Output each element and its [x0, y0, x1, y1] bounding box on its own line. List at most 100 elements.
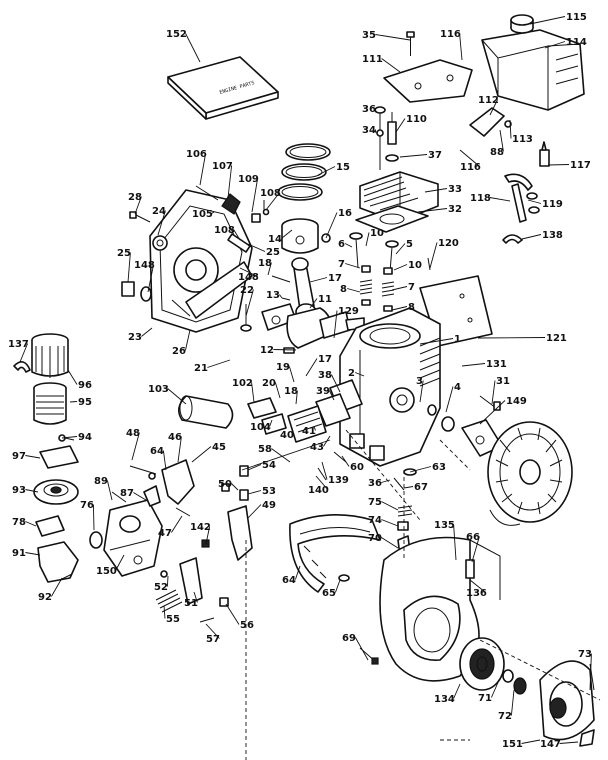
callout-label-54: 54 — [262, 460, 276, 471]
callout-leader-23 — [141, 327, 153, 337]
callout-leader-152 — [185, 33, 201, 63]
callout-label-32: 32 — [448, 204, 462, 215]
callout-label-121: 121 — [546, 333, 567, 344]
callout-leader-38 — [330, 374, 341, 393]
callout-label-110: 110 — [406, 114, 427, 125]
callout-label-93: 93 — [12, 485, 26, 496]
callout-leader-63 — [409, 466, 432, 473]
callout-label-15: 15 — [336, 162, 350, 173]
callout-label-94: 94 — [78, 432, 92, 443]
callout-label-136: 136 — [466, 588, 487, 599]
callout-leader-104 — [269, 419, 273, 427]
callout-leader-56 — [225, 603, 240, 625]
callout-label-73: 73 — [578, 649, 592, 660]
callout-label-117: 117 — [570, 160, 591, 171]
bolt-28 — [129, 211, 151, 223]
callout-leader-7 — [391, 286, 408, 291]
callout-label-5: 5 — [406, 239, 413, 250]
callout-label-24: 24 — [152, 206, 166, 217]
callout-label-91: 91 — [12, 548, 26, 559]
callout-leader-96 — [67, 369, 78, 385]
callout-label-36: 36 — [368, 478, 382, 489]
callout-leader-18 — [295, 390, 298, 405]
callout-leader-2 — [355, 372, 365, 377]
callout-leader-134 — [453, 683, 461, 699]
callout-leader-106 — [199, 153, 207, 186]
callout-leader-37 — [399, 154, 428, 158]
callout-leader-11 — [309, 298, 318, 309]
callout-leader-129 — [333, 310, 338, 339]
callout-leader-10 — [393, 264, 408, 271]
callout-label-10: 10 — [408, 260, 422, 271]
callout-label-37: 37 — [428, 150, 442, 161]
spark-plug — [385, 112, 399, 162]
callout-label-18: 18 — [284, 386, 298, 397]
callout-label-95: 95 — [78, 397, 92, 408]
callout-label-114: 114 — [566, 37, 587, 48]
callout-leader-150 — [115, 554, 125, 571]
callout-leader-43 — [323, 435, 331, 447]
callout-leader-33 — [424, 188, 448, 193]
callout-label-51: 51 — [184, 598, 198, 609]
callout-leader-119 — [527, 199, 542, 204]
flywheel — [487, 421, 573, 526]
callout-label-108: 108 — [260, 188, 281, 199]
callout-leader-74 — [381, 519, 399, 527]
callout-leader-15 — [317, 166, 336, 176]
callout-label-135: 135 — [434, 520, 455, 531]
callout-leader-4 — [445, 386, 454, 413]
callout-leader-58 — [271, 448, 291, 463]
head-gasket — [355, 205, 429, 233]
callout-leader-28 — [134, 196, 142, 215]
air-cleaner-base — [33, 479, 79, 505]
callout-leader-95 — [69, 401, 78, 403]
grass-screen-clip — [465, 559, 475, 579]
callout-label-134: 134 — [434, 694, 455, 705]
callout-label-45: 45 — [212, 442, 226, 453]
cylinder-shroud — [289, 514, 381, 593]
piston — [281, 218, 319, 254]
callout-label-108: 108 — [214, 225, 235, 236]
callout-label-106: 106 — [186, 149, 207, 160]
rewind-starter — [539, 660, 595, 747]
callout-leader-108 — [233, 229, 241, 241]
callout-label-13: 13 — [266, 290, 280, 301]
callout-leader-135 — [453, 524, 457, 561]
callout-leader-19 — [288, 366, 295, 383]
callout-label-18: 18 — [258, 258, 272, 269]
callout-label-34: 34 — [362, 125, 376, 136]
callout-label-49: 49 — [262, 500, 276, 511]
callout-label-2: 2 — [348, 368, 355, 379]
callout-label-63: 63 — [432, 462, 446, 473]
callout-label-76: 76 — [80, 500, 94, 511]
callout-leader-115 — [529, 16, 566, 25]
callout-leader-136 — [469, 579, 486, 593]
callout-leader-149 — [479, 400, 506, 425]
callout-label-137: 137 — [8, 339, 29, 350]
callout-leader-71 — [490, 677, 501, 698]
callout-label-116: 116 — [460, 162, 481, 173]
air-filter-element — [31, 333, 69, 378]
callout-leader-18 — [267, 262, 272, 276]
drain-plug — [121, 281, 152, 302]
washer-3 — [427, 404, 437, 416]
callout-leader-22 — [245, 289, 254, 317]
callout-label-26: 26 — [172, 346, 186, 357]
callout-label-60: 60 — [350, 462, 364, 473]
callout-leader-12 — [273, 349, 297, 351]
callout-leader-34 — [374, 129, 377, 134]
callout-label-138: 138 — [542, 230, 563, 241]
callout-label-140: 140 — [308, 485, 329, 496]
head-bolt — [374, 106, 386, 170]
callout-label-120: 120 — [438, 238, 459, 249]
governor-spring — [227, 233, 251, 253]
crank-key — [283, 347, 295, 354]
callout-leader-51 — [193, 591, 198, 603]
bolt-35 — [406, 31, 415, 56]
callout-label-119: 119 — [542, 199, 563, 210]
callout-label-148: 148 — [134, 260, 155, 271]
callout-label-58: 58 — [258, 444, 272, 455]
